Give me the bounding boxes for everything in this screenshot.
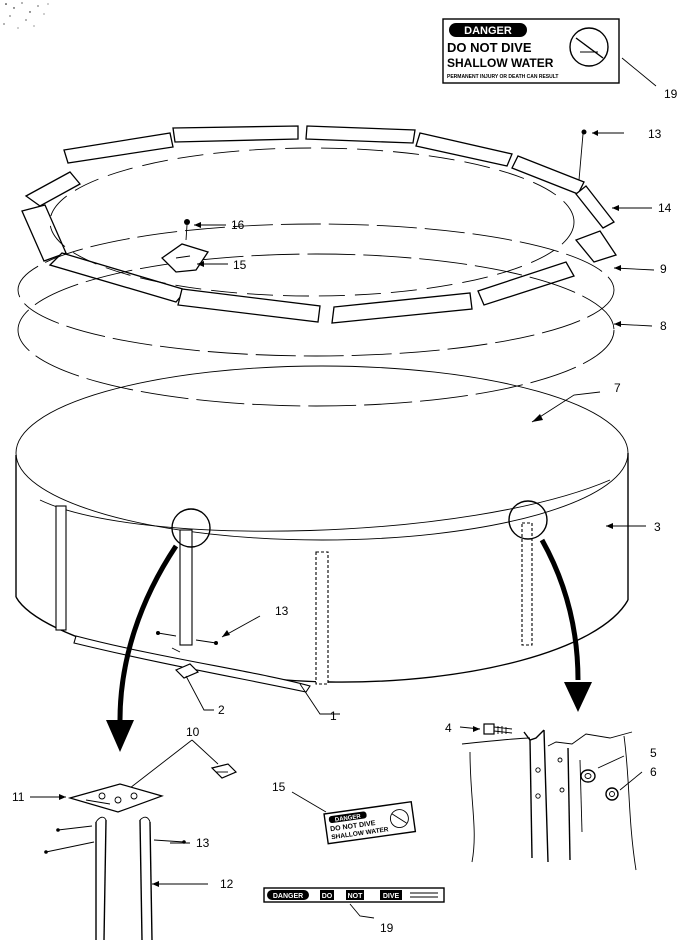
screws-13-lower (44, 825, 186, 854)
callout-12: 12 (220, 877, 234, 891)
callout-4: 4 (445, 721, 452, 735)
scan-speckle (3, 2, 49, 29)
callout-18: 19 (664, 87, 678, 101)
callout-11: 11 (12, 790, 25, 804)
callout-5: 5 (650, 746, 657, 760)
pool-liner (15, 365, 629, 541)
callout-7: 7 (614, 381, 621, 395)
callout-16: 16 (231, 218, 245, 232)
clip-10 (210, 763, 238, 779)
washer-5 (580, 769, 596, 783)
danger-strip-sign: DANGER DO NOT DIVE (263, 887, 445, 903)
nut-6 (605, 787, 619, 801)
callout-2: 2 (218, 703, 225, 717)
callout-3: 3 (654, 520, 661, 534)
sign-large-fine: PERMANENT INJURY OR DEATH CAN RESULT (447, 74, 559, 80)
sign-large-line1: DO NOT DIVE (447, 40, 532, 55)
detail-circle-left (171, 508, 211, 548)
top-plate-11 (67, 783, 164, 813)
no-diving-icon (569, 27, 609, 67)
strip-word-do: DO (322, 893, 333, 900)
callout-10: 10 (186, 725, 200, 739)
bottom-track (73, 635, 311, 693)
sign-small-header: DANGER (335, 814, 362, 824)
top-ledge-ring (17, 223, 615, 357)
sign-large-header: DANGER (464, 25, 512, 37)
detail-arrow-left (117, 544, 179, 721)
callout-14: 14 (658, 201, 672, 215)
callout-15: 15 (233, 258, 247, 272)
top-cap-15 (160, 243, 210, 273)
rail-inner-ring (49, 147, 575, 297)
sign-large-line2: SHALLOW WATER (447, 56, 554, 70)
strip-word-danger: DANGER (273, 893, 303, 900)
danger-sign-large: DANGER DO NOT DIVE SHALLOW WATER PERMANE… (442, 18, 620, 84)
detail-arrow-right (539, 538, 581, 681)
callout-9: 9 (660, 262, 667, 276)
detail-circle-right (508, 500, 548, 540)
bolt-4 (483, 723, 513, 735)
callout-13-lower: 13 (196, 836, 210, 850)
screws-13-mid (156, 631, 218, 653)
callout-6: 6 (650, 765, 657, 779)
wall-panels-12 (95, 816, 153, 941)
danger-sign-small: DANGER DO NOT DIVE SHALLOW WATER (323, 800, 417, 845)
callout-19: 19 (380, 921, 394, 935)
bottom-plate (174, 663, 200, 679)
callout-1: 1 (330, 709, 337, 723)
callout-17: 15 (272, 780, 286, 794)
top-rail-ring (21, 125, 618, 324)
wall-uprights (55, 505, 533, 685)
callout-13-top: 13 (648, 127, 662, 141)
stabilizer-ring (17, 253, 615, 407)
screw-13-top (578, 129, 587, 181)
callout-13-mid: 13 (275, 604, 289, 618)
callout-8: 8 (660, 319, 667, 333)
joint-panels (461, 729, 637, 871)
strip-word-not: NOT (348, 893, 364, 900)
screw-16 (184, 219, 190, 241)
strip-word-dive: DIVE (383, 893, 400, 900)
